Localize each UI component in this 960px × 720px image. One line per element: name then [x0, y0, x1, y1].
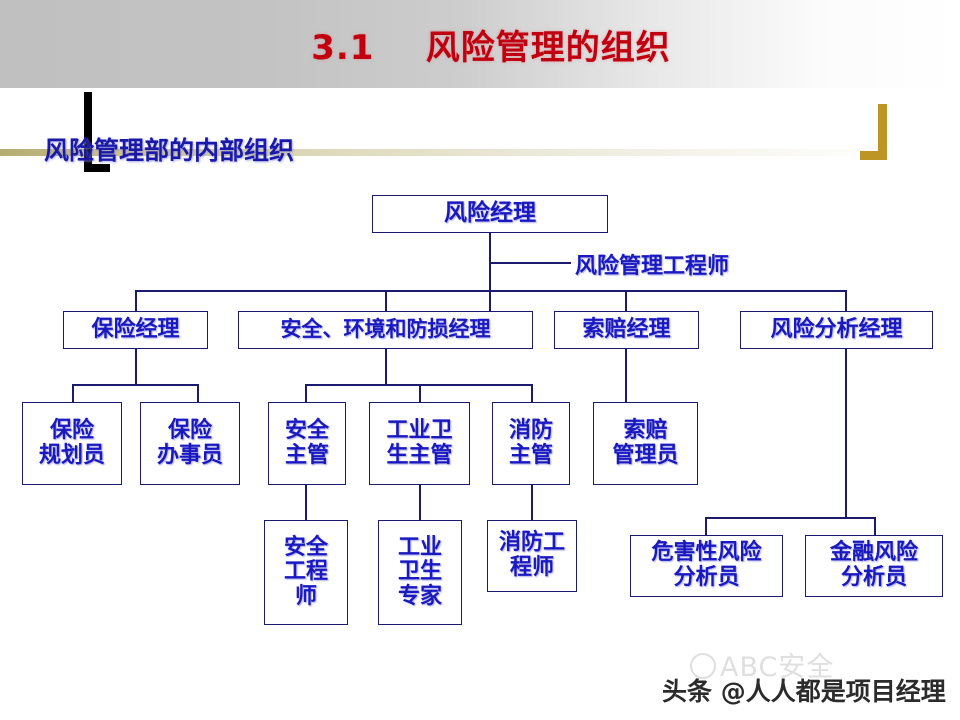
org-node-claims-manager[interactable]: 索赔经理	[554, 311, 699, 349]
accent-bar-right-icon	[878, 104, 887, 160]
connector-insurance-drop-2	[197, 384, 199, 402]
org-node-insurance-clerk[interactable]: 保险 办事员	[140, 402, 240, 485]
org-label-risk-engineer: 风险管理工程师	[575, 254, 730, 279]
connector-l2-drop-1	[135, 290, 137, 311]
connector-claims-stem	[625, 349, 627, 402]
connector-safetysup-to-engineer	[305, 485, 307, 520]
accent-bar-right-foot-icon	[860, 151, 887, 160]
connector-safety-drop-1	[305, 384, 307, 402]
connector-riskanalysis-stem	[845, 349, 847, 517]
connector-hygienesup-to-expert	[419, 485, 421, 520]
connector-insurance-bus	[72, 384, 198, 386]
org-node-fire-engineer[interactable]: 消防工 程师	[487, 520, 577, 592]
connector-safety-stem	[385, 349, 387, 384]
connector-l2-drop-3	[625, 290, 627, 311]
connector-riskanalysis-bus	[705, 517, 875, 519]
header-banner	[0, 0, 960, 88]
watermark-foreground: 头条 @人人都是项目经理	[662, 677, 946, 706]
connector-riskanalysis-drop-1	[705, 517, 707, 535]
accent-bar-left-foot-icon	[84, 164, 110, 172]
org-node-ind-hygiene-supervisor[interactable]: 工业卫 生主管	[369, 402, 470, 485]
org-node-safety-env-loss-manager[interactable]: 安全、环境和防损经理	[238, 311, 533, 349]
connector-insurance-drop-1	[72, 384, 74, 402]
connector-l2-bus	[135, 290, 845, 292]
org-node-insurance-planner[interactable]: 保险 规划员	[22, 402, 122, 485]
org-node-ind-hygiene-expert[interactable]: 工业 卫生 专家	[378, 520, 462, 625]
connector-safety-drop-2	[419, 384, 421, 402]
watermark-logo-icon	[690, 653, 716, 679]
connector-safety-bus	[305, 384, 532, 386]
org-node-claims-administrator[interactable]: 索赔 管理员	[593, 402, 698, 485]
org-node-fire-supervisor[interactable]: 消防 主管	[492, 402, 570, 485]
connector-l2-drop-4	[845, 290, 847, 311]
org-node-risk-manager[interactable]: 风险经理	[372, 195, 608, 233]
connector-insurance-stem	[135, 349, 137, 384]
org-node-safety-supervisor[interactable]: 安全 主管	[268, 402, 346, 485]
connector-l1-to-engineer	[489, 262, 571, 264]
connector-riskanalysis-drop-2	[874, 517, 876, 535]
section-subtitle: 风险管理部的内部组织	[44, 136, 295, 165]
page-title: 3.1 风险管理的组织	[311, 28, 671, 68]
connector-safety-drop-3	[531, 384, 533, 402]
connector-firesup-to-engineer	[531, 485, 533, 520]
org-node-safety-engineer[interactable]: 安全 工程 师	[264, 520, 348, 625]
watermark-background: ABC安全	[690, 645, 834, 684]
connector-l2-drop-2	[385, 290, 387, 311]
org-node-risk-analysis-manager[interactable]: 风险分析经理	[740, 311, 933, 349]
org-node-hazard-risk-analyst[interactable]: 危害性风险 分析员	[630, 535, 783, 597]
org-node-financial-risk-analyst[interactable]: 金融风险 分析员	[805, 535, 943, 597]
subtitle-divider-rule	[0, 149, 900, 156]
watermark-background-text: ABC安全	[720, 652, 835, 683]
connector-l1-stem	[489, 233, 491, 311]
accent-bar-left-icon	[84, 92, 92, 172]
org-node-insurance-manager[interactable]: 保险经理	[63, 311, 208, 349]
